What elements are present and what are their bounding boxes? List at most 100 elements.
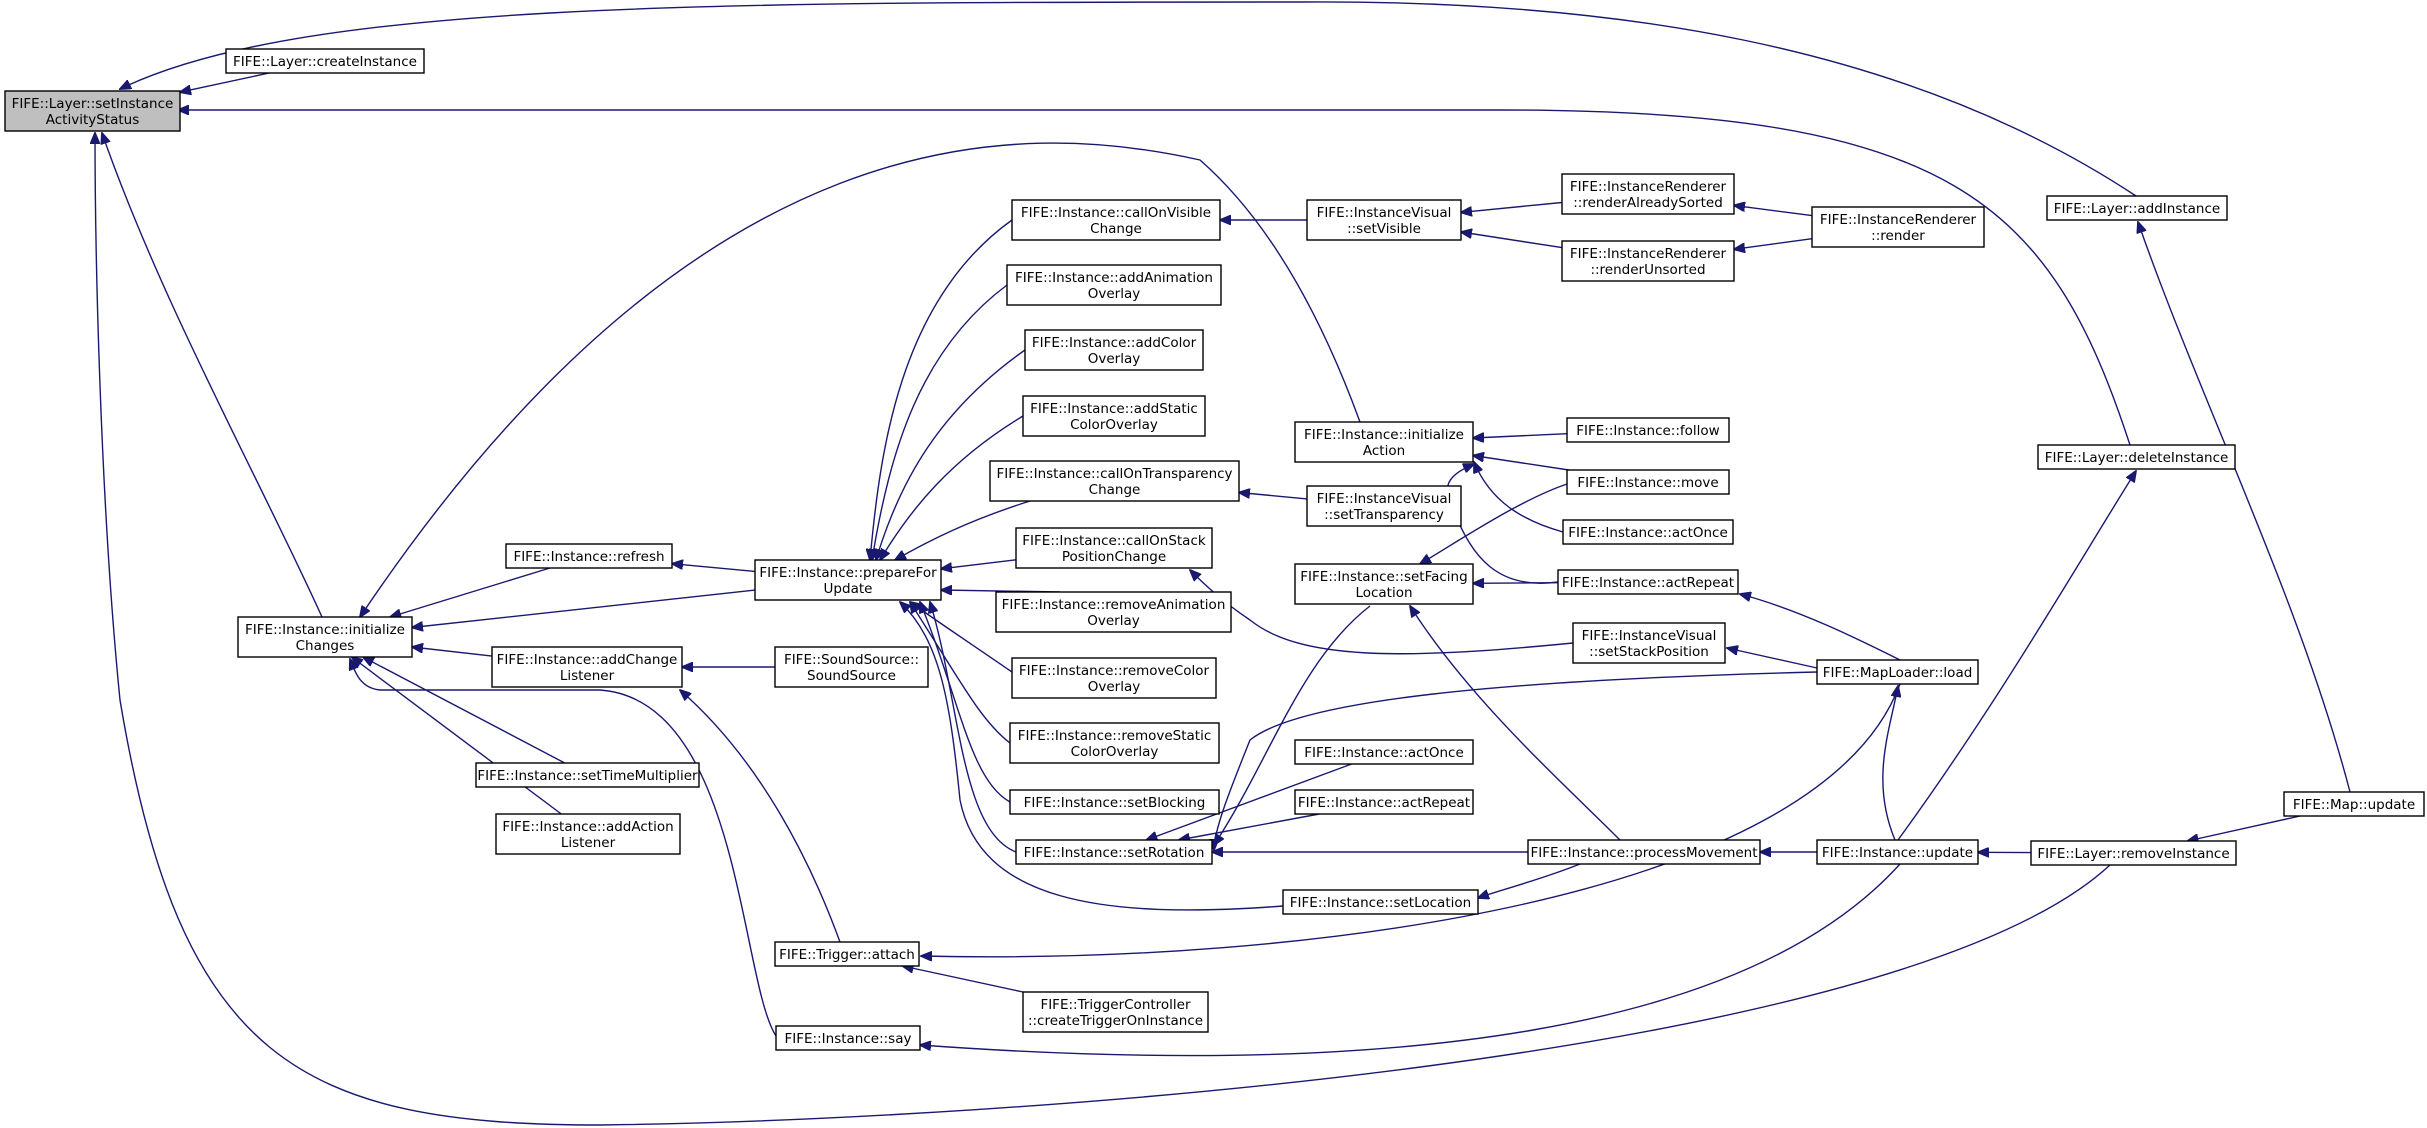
node-render[interactable]: FIFE::InstanceRenderer::render bbox=[1811, 206, 1985, 248]
node-box bbox=[1022, 991, 1209, 1033]
node-move[interactable]: FIFE::Instance::move bbox=[1566, 469, 1730, 495]
node-removeInstance[interactable]: FIFE::Layer::removeInstance bbox=[2030, 840, 2237, 866]
node-box bbox=[1015, 839, 1213, 865]
node-label-line: Listener bbox=[561, 835, 616, 851]
node-label-line: FIFE::Instance::actRepeat bbox=[1562, 575, 1734, 591]
edge-createTrigger-to-triggerAttach bbox=[903, 966, 1024, 993]
edge-callOnStack-to-prepareForUpdate bbox=[941, 559, 1017, 569]
node-deleteInstance[interactable]: FIFE::Layer::deleteInstance bbox=[2037, 444, 2236, 470]
node-processMovement[interactable]: FIFE::Instance::processMovement bbox=[1527, 839, 1761, 865]
node-setTimeMultiplier[interactable]: FIFE::Instance::setTimeMultiplier bbox=[475, 762, 700, 788]
node-label-line: FIFE::Instance::callOnStack bbox=[1022, 533, 1206, 549]
node-setTransparency[interactable]: FIFE::InstanceVisual::setTransparency bbox=[1306, 485, 1462, 527]
edge-mapUpdate-to-removeInstance bbox=[2188, 815, 2301, 841]
node-box bbox=[1009, 789, 1220, 815]
node-renderUnsorted[interactable]: FIFE::InstanceRenderer::renderUnsorted bbox=[1561, 240, 1735, 282]
node-addInstance[interactable]: FIFE::Layer::addInstance bbox=[2046, 195, 2228, 221]
node-box bbox=[491, 646, 683, 688]
node-box bbox=[1562, 519, 1734, 545]
node-label-line: PositionChange bbox=[1062, 549, 1166, 565]
node-mapUpdate[interactable]: FIFE::Map::update bbox=[2283, 791, 2425, 817]
node-box bbox=[2030, 840, 2237, 866]
node-follow[interactable]: FIFE::Instance::follow bbox=[1566, 417, 1730, 443]
edge-render-to-renderUnsorted bbox=[1734, 238, 1813, 250]
node-refresh[interactable]: FIFE::Instance::refresh bbox=[505, 543, 673, 569]
edge-mapLoad-to-setRotation bbox=[1214, 671, 1818, 850]
node-label-line: FIFE::Instance::initialize bbox=[1304, 427, 1464, 443]
node-box bbox=[1294, 789, 1474, 815]
node-label-line: FIFE::InstanceRenderer bbox=[1820, 212, 1977, 228]
node-mapLoad[interactable]: FIFE::MapLoader::load bbox=[1816, 659, 1979, 685]
edge-removeStaticColor-to-prepareForUpdate bbox=[910, 602, 1011, 744]
node-callOnStack[interactable]: FIFE::Instance::callOnStackPositionChang… bbox=[1015, 527, 1213, 569]
node-box bbox=[1009, 722, 1220, 764]
node-box bbox=[1294, 421, 1474, 463]
node-label-line: Change bbox=[1090, 221, 1142, 237]
node-label-line: FIFE::Instance::removeColor bbox=[1019, 663, 1210, 679]
node-label-line: Action bbox=[1363, 443, 1405, 459]
node-label-line: ColorOverlay bbox=[1070, 417, 1158, 433]
node-box bbox=[995, 591, 1232, 633]
edge-follow-to-initAction bbox=[1473, 434, 1568, 438]
edge-move-to-initAction bbox=[1473, 456, 1569, 471]
node-actRepeat2[interactable]: FIFE::Instance::actRepeat bbox=[1294, 789, 1474, 815]
node-box bbox=[1816, 839, 1979, 865]
node-say[interactable]: FIFE::Instance::say bbox=[775, 1025, 921, 1051]
edge-initChanges-to-setActivity bbox=[102, 133, 323, 618]
node-label-line: FIFE::Trigger::attach bbox=[779, 947, 915, 963]
node-setStackPosition[interactable]: FIFE::InstanceVisual::setStackPosition bbox=[1572, 622, 1726, 664]
node-box bbox=[1024, 329, 1204, 371]
node-box bbox=[754, 559, 942, 601]
node-box bbox=[505, 543, 673, 569]
edge-setTimeMultiplier-to-initChanges bbox=[363, 657, 566, 764]
node-createInstance[interactable]: FIFE::Layer::createInstance bbox=[225, 48, 425, 74]
node-box bbox=[225, 48, 425, 74]
node-setBlocking[interactable]: FIFE::Instance::setBlocking bbox=[1009, 789, 1220, 815]
node-instUpdate[interactable]: FIFE::Instance::update bbox=[1816, 839, 1979, 865]
node-label-line: FIFE::Instance::setTimeMultiplier bbox=[477, 768, 698, 784]
node-setVisible[interactable]: FIFE::InstanceVisual::setVisible bbox=[1306, 199, 1462, 241]
edge-prepareForUpdate-to-initChanges bbox=[412, 589, 756, 627]
node-label-line: FIFE::InstanceVisual bbox=[1317, 491, 1452, 507]
edge-mapLoad-to-triggerAttach bbox=[921, 683, 1901, 957]
node-triggerAttach[interactable]: FIFE::Trigger::attach bbox=[774, 941, 920, 967]
node-label-line: FIFE::Instance::say bbox=[785, 1031, 912, 1047]
node-label-line: FIFE::TriggerController bbox=[1040, 997, 1191, 1013]
node-setRotation[interactable]: FIFE::Instance::setRotation bbox=[1015, 839, 1213, 865]
node-box bbox=[475, 762, 700, 788]
node-label-line: FIFE::Instance::setBlocking bbox=[1024, 795, 1206, 811]
node-actRepeat[interactable]: FIFE::Instance::actRepeat bbox=[1557, 569, 1739, 595]
node-soundSource[interactable]: FIFE::SoundSource::SoundSource bbox=[774, 646, 929, 688]
node-box bbox=[1011, 199, 1221, 241]
node-label-line: FIFE::Instance::initialize bbox=[245, 622, 405, 638]
node-label-line: FIFE::Instance::update bbox=[1822, 845, 1973, 861]
edge-addStaticColor-to-prepareForUpdate bbox=[880, 415, 1024, 560]
edge-addChangeListener-to-initChanges bbox=[412, 647, 493, 657]
node-box bbox=[1566, 417, 1730, 443]
node-box bbox=[495, 813, 681, 855]
edges-layer bbox=[95, 1, 2351, 1126]
node-renderSorted[interactable]: FIFE::InstanceRenderer::renderAlreadySor… bbox=[1561, 173, 1735, 215]
node-createTrigger[interactable]: FIFE::TriggerController::createTriggerOn… bbox=[1022, 991, 1209, 1033]
edge-triggerAttach-to-addChangeListener bbox=[680, 690, 841, 943]
node-label-line: FIFE::Instance::move bbox=[1577, 475, 1718, 491]
node-label-line: ::renderUnsorted bbox=[1590, 262, 1705, 278]
node-setLocation[interactable]: FIFE::Instance::setLocation bbox=[1282, 889, 1479, 915]
node-actOnce2[interactable]: FIFE::Instance::actOnce bbox=[1294, 739, 1474, 765]
node-actOnce[interactable]: FIFE::Instance::actOnce bbox=[1562, 519, 1734, 545]
